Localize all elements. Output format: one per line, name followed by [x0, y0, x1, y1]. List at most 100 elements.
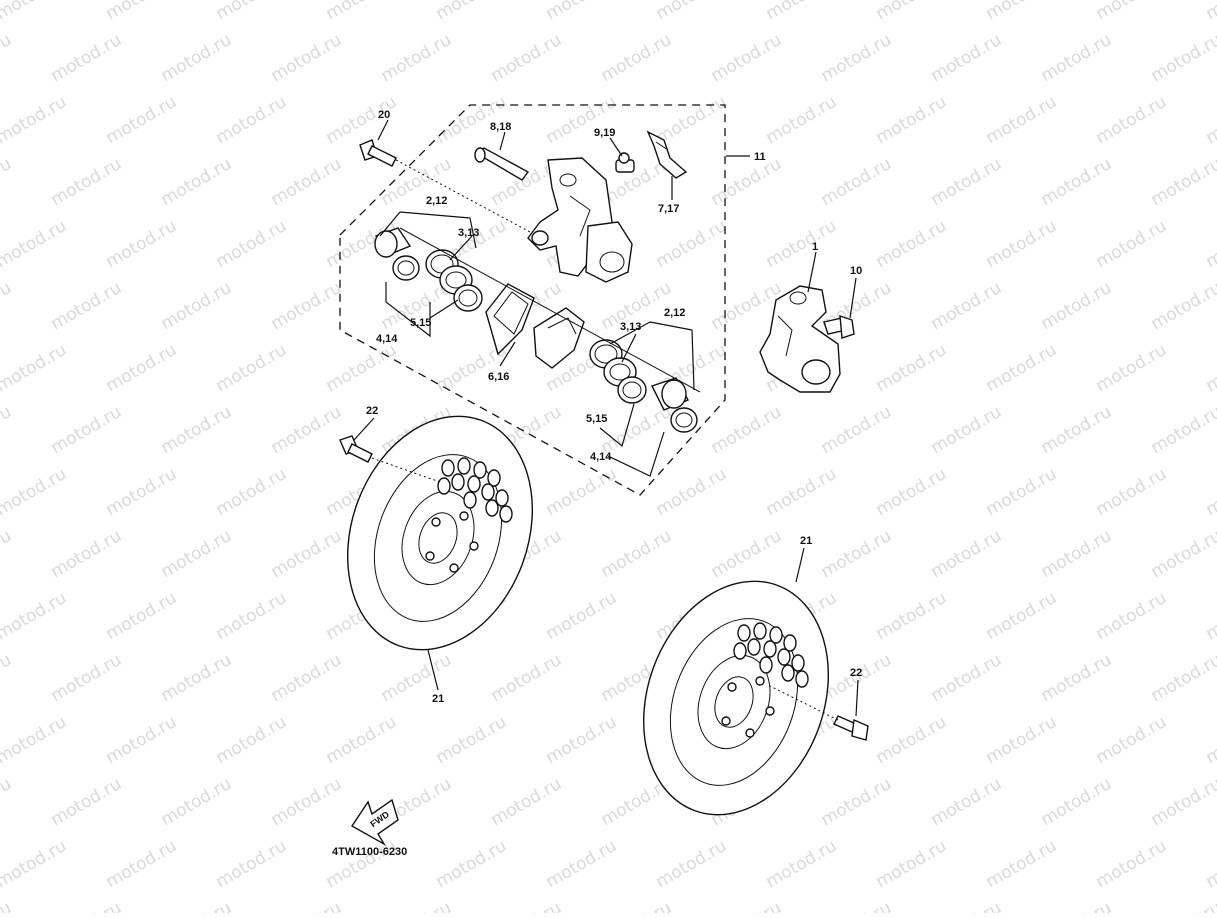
callout-8-18: 8,18: [490, 121, 511, 133]
watermark-text: motod.ru: [543, 0, 621, 24]
watermark-text: motod.ru: [1038, 154, 1116, 210]
watermark-text: motod.ru: [1148, 526, 1217, 582]
watermark-text: motod.ru: [543, 836, 621, 892]
watermark-text: motod.ru: [1148, 402, 1217, 458]
drill-hole: [458, 458, 470, 474]
watermark-text: motod.ru: [103, 0, 181, 24]
watermark-text: motod.ru: [103, 216, 181, 272]
watermark-text: motod.ru: [0, 0, 70, 24]
callout-21-right: 21: [800, 535, 812, 547]
watermark-text: motod.ru: [983, 216, 1061, 272]
watermark-text: motod.ru: [873, 340, 951, 396]
watermark-text: motod.ru: [158, 30, 236, 86]
drill-hole: [442, 460, 454, 476]
watermark-text: motod.ru: [378, 30, 456, 86]
watermark-text: motod.ru: [103, 92, 181, 148]
drill-hole: [500, 506, 512, 522]
watermark-text: motod.ru: [543, 92, 621, 148]
watermark-text: motod.ru: [1093, 340, 1171, 396]
watermark-text: motod.ru: [268, 278, 346, 334]
watermark-text: motod.ru: [268, 30, 346, 86]
drill-hole: [738, 625, 750, 641]
watermark-text: motod.ru: [928, 278, 1006, 334]
watermark-text: motod.ru: [873, 712, 951, 768]
watermark-text: motod.ru: [1093, 92, 1171, 148]
callout-2-12-right: 2,12: [664, 307, 685, 319]
watermark-text: motod.ru: [1093, 836, 1171, 892]
watermark-text: motod.ru: [268, 650, 346, 706]
callout-10: 10: [850, 265, 862, 277]
drill-hole: [482, 484, 494, 500]
watermark-text: motod.ru: [873, 588, 951, 644]
watermark-text: motod.ru: [818, 898, 896, 913]
callout-4-14-left: 4,14: [376, 333, 398, 345]
drill-hole: [754, 623, 766, 639]
watermark-text: motod.ru: [0, 92, 70, 148]
watermark-text: motod.ru: [1203, 464, 1217, 520]
watermark-text: motod.ru: [598, 898, 676, 913]
watermark-text: motod.ru: [873, 0, 951, 24]
watermark-text: motod.ru: [1203, 836, 1217, 892]
drill-hole: [760, 657, 772, 673]
watermark-text: motod.ru: [653, 216, 731, 272]
watermark-text: motod.ru: [1148, 650, 1217, 706]
watermark-text: motod.ru: [213, 464, 291, 520]
watermark-text: motod.ru: [708, 402, 786, 458]
watermark-text: motod.ru: [0, 464, 70, 520]
callout-11: 11: [754, 151, 766, 163]
watermark-text: motod.ru: [0, 278, 15, 334]
watermark-text: motod.ru: [818, 402, 896, 458]
watermark-text: motod.ru: [873, 836, 951, 892]
watermark-text: motod.ru: [928, 650, 1006, 706]
callout-3-13-left: 3,13: [458, 227, 479, 239]
watermark-text: motod.ru: [708, 898, 786, 913]
watermark-text: motod.ru: [598, 402, 676, 458]
piston-left: [375, 228, 419, 280]
watermark-text: motod.ru: [48, 402, 126, 458]
watermark-text: motod.ru: [818, 526, 896, 582]
watermark-text: motod.ru: [158, 402, 236, 458]
watermark-text: motod.ru: [1038, 402, 1116, 458]
watermark-text: motod.ru: [0, 216, 70, 272]
watermark-text: motod.ru: [103, 588, 181, 644]
callout-1: 1: [812, 241, 818, 253]
watermark-text: motod.ru: [543, 588, 621, 644]
watermark-text: motod.ru: [0, 650, 15, 706]
watermark-text: motod.ru: [983, 464, 1061, 520]
watermark-text: motod.ru: [1038, 30, 1116, 86]
bleed-screw-9-19: [616, 153, 634, 172]
watermark-text: motod.ru: [323, 340, 401, 396]
watermark-text: motod.ru: [1148, 278, 1217, 334]
diagram-code: 4TW1100-6230: [332, 846, 407, 858]
watermark-text: motod.ru: [928, 898, 1006, 913]
watermark-text: motod.ru: [213, 836, 291, 892]
watermark-text: motod.ru: [763, 836, 841, 892]
watermark-text: motod.ru: [48, 526, 126, 582]
watermark-text: motod.ru: [1038, 650, 1116, 706]
watermark-text: motod.ru: [1093, 464, 1171, 520]
watermark-text: motod.ru: [653, 836, 731, 892]
watermark-text: motod.ru: [268, 402, 346, 458]
watermark-text: motod.ru: [873, 216, 951, 272]
watermark-text: motod.ru: [763, 0, 841, 24]
watermark-text: motod.ru: [818, 30, 896, 86]
watermark-text: motod.ru: [103, 340, 181, 396]
watermark-text: motod.ru: [653, 464, 731, 520]
watermark-text: motod.ru: [653, 0, 731, 24]
callout-22-right: 22: [850, 667, 862, 679]
watermark-text: motod.ru: [48, 278, 126, 334]
watermark-text: motod.ru: [213, 0, 291, 24]
watermark-text: motod.ru: [488, 650, 566, 706]
watermark-text: motod.ru: [928, 526, 1006, 582]
watermark-text: motod.ru: [433, 836, 511, 892]
watermark-text: motod.ru: [873, 464, 951, 520]
watermark-text: motod.ru: [433, 712, 511, 768]
watermark-text: motod.ru: [928, 774, 1006, 830]
mount-hole: [470, 542, 478, 550]
watermark-text: motod.ru: [0, 526, 15, 582]
callout-4-14-right: 4,14: [590, 451, 612, 463]
callout-2-12-left: 2,12: [426, 195, 447, 207]
watermark-text: motod.ru: [1093, 712, 1171, 768]
watermark-text: motod.ru: [48, 30, 126, 86]
watermark-text: motod.ru: [323, 712, 401, 768]
